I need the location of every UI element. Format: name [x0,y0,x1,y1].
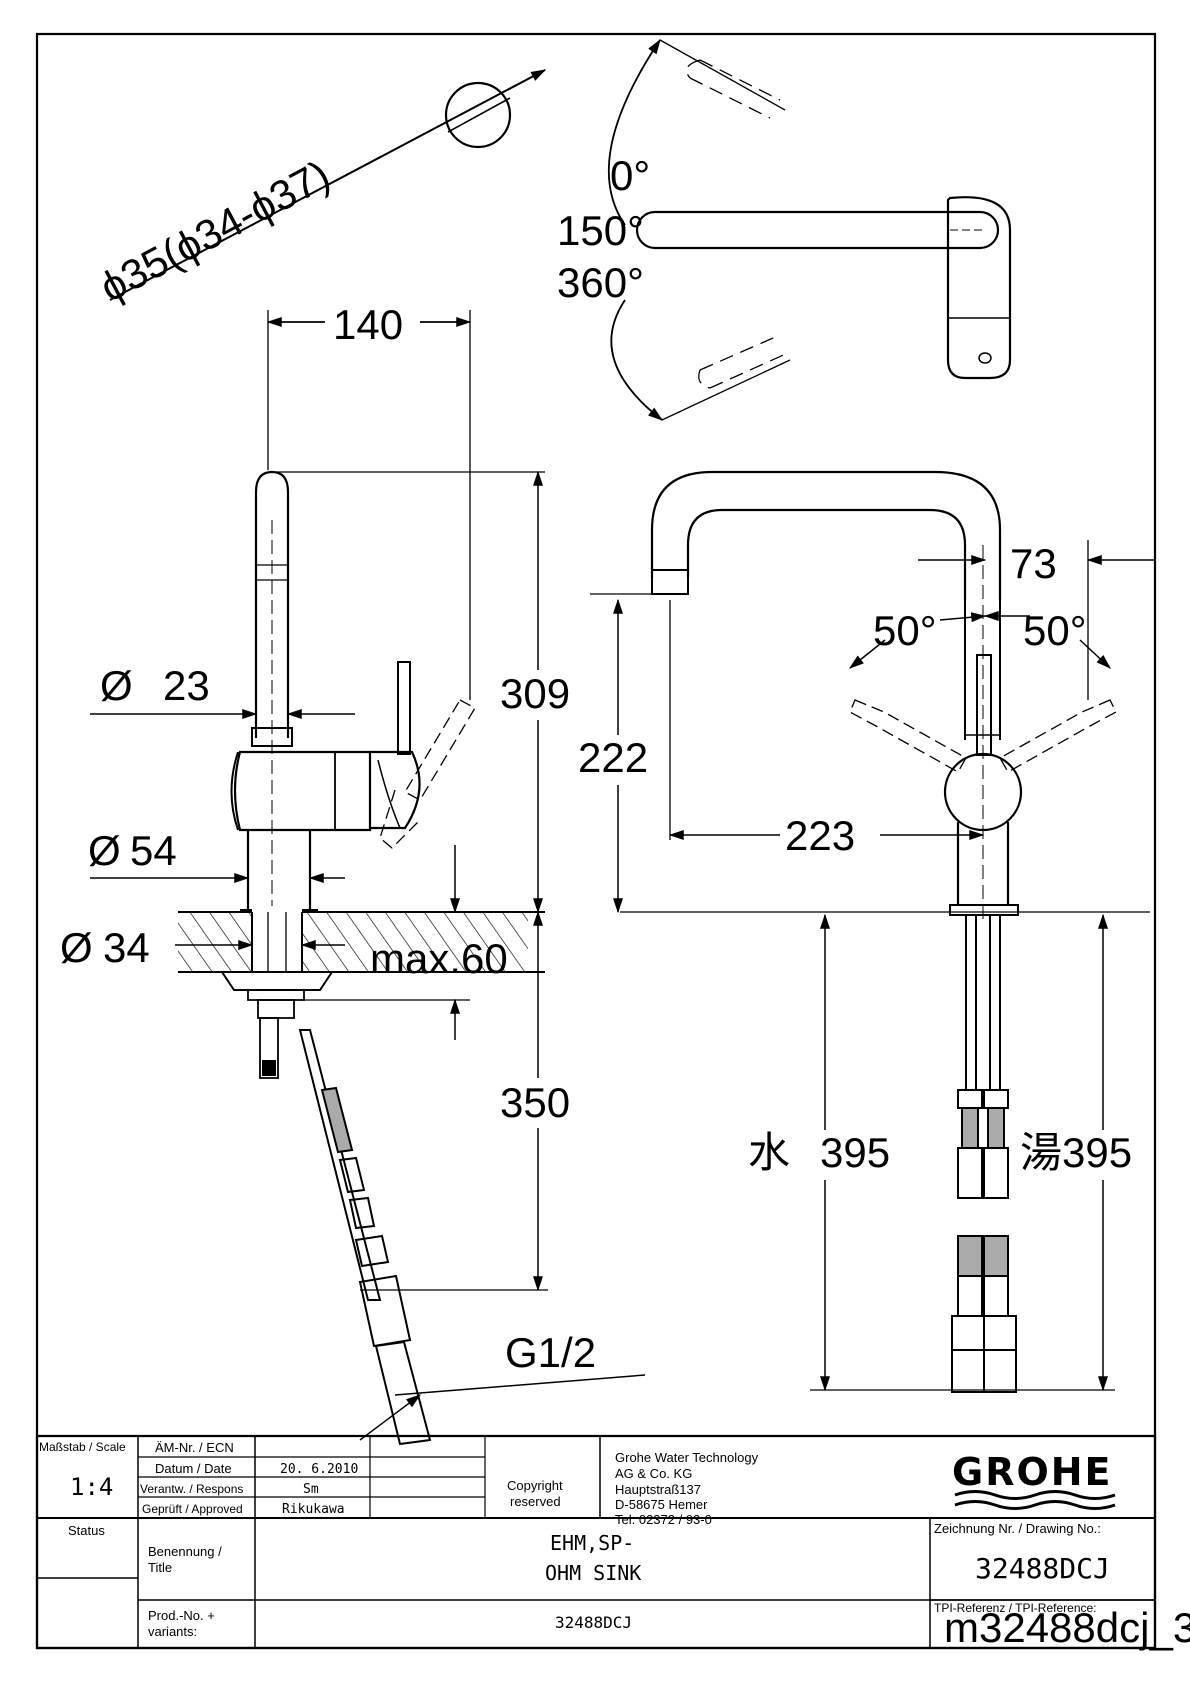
width-140-label: 140 [333,301,403,348]
prod-label-1: Prod.-No. + [148,1608,215,1623]
company-line-2: AG & Co. KG [615,1466,692,1481]
reach-223-label: 223 [785,812,855,859]
side-elevation: 140 Ø 23 Ø 54 [60,301,645,1444]
thread-label: G1/2 [505,1329,596,1376]
plan-view: 0° 150° 360° [557,38,1010,421]
grohe-logo: GROHE [952,1450,1115,1509]
dia-34-label: 34 [103,924,150,971]
tpi-value: m32488dcj_3a_02 [944,1604,1190,1651]
date-value: 20. 6.2010 [280,1462,358,1477]
dia-54-label: 54 [130,827,177,874]
responsible-label: Verantw. / Respons [140,1482,243,1496]
title-block-text: Maßstab / Scale 1:4 ÄM-Nr. / ECN Datum /… [39,1440,1190,1651]
countertop-section [178,912,528,972]
tpi-label: TPI-Referenz / TPI-Reference: [934,1601,1097,1615]
approved-value: Rikukawa [282,1502,345,1517]
angle-left-label: 50° [873,607,937,654]
rotation-0-label: 0° [610,152,650,199]
company-line-5: Tel. 02372 / 93-0 [615,1512,712,1527]
dia-54-symbol: Ø [88,827,121,874]
spout-section-circle [446,83,510,147]
title-value-2: OHM SINK [545,1561,641,1585]
approved-label: Geprüft / Approved [142,1502,243,1516]
hot-395-label: 湯395 [1020,1129,1132,1176]
title-block [37,1436,1155,1648]
copyright-line-1: Copyright [507,1478,563,1493]
prod-value: 32488DCJ [555,1613,632,1632]
rotation-150-label: 150° [557,207,644,254]
copyright-line-2: reserved [510,1494,561,1509]
company-line-1: Grohe Water Technology [615,1450,759,1465]
cold-label: 水 [748,1129,790,1176]
dia-23-symbol: Ø [100,662,133,709]
drawing-no-value: 32488DCJ [975,1552,1110,1585]
front-elevation: 73 50° 50° 222 [575,472,1155,1392]
title-value-1: EHM,SP- [550,1531,634,1555]
spout-diameter-callout: ϕ35(ϕ34-ϕ37) [92,70,547,311]
status-label: Status [68,1523,105,1538]
offset-73-label: 73 [1010,540,1057,587]
title-label-2: Title [148,1560,172,1575]
scale-value: 1:4 [70,1473,113,1501]
prod-label-2: variants: [148,1624,197,1639]
dia-34-symbol: Ø [60,924,93,971]
date-label: Datum / Date [155,1461,232,1476]
responsible-value: Sm [303,1482,319,1497]
height-222-label: 222 [578,734,648,781]
drawing-no-label: Zeichnung Nr. / Drawing No.: [934,1521,1101,1536]
scale-label: Maßstab / Scale [39,1440,126,1454]
height-309-label: 309 [500,670,570,717]
cold-395-label: 395 [820,1129,890,1176]
svg-text:GROHE: GROHE [952,1450,1113,1494]
rotation-360-label: 360° [557,259,644,306]
company-line-4: D-58675 Hemer [615,1497,708,1512]
max-60-label: max.60 [370,935,508,982]
hose-350-label: 350 [500,1079,570,1126]
spout-diameter-label: ϕ35(ϕ34-ϕ37) [92,151,337,311]
angle-right-label: 50° [1023,607,1087,654]
company-line-3: Hauptstraß137 [615,1482,701,1497]
supply-hose [300,1030,430,1444]
dia-23-label: 23 [163,662,210,709]
title-label-1: Benennung / [148,1544,222,1559]
ecn-label: ÄM-Nr. / ECN [155,1440,234,1455]
